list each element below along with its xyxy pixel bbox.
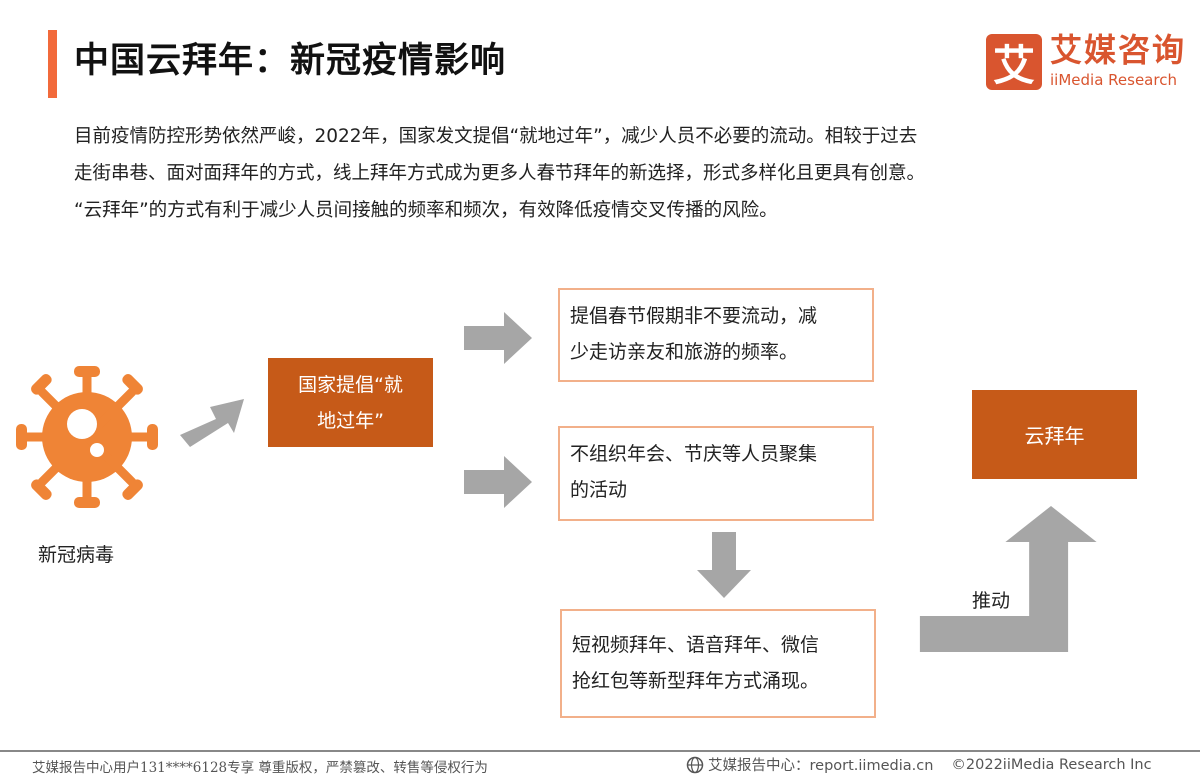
- result-line: 短视频拜年、语音拜年、微信: [572, 634, 820, 656]
- arrow-diagonal-icon: [180, 399, 244, 447]
- intro-paragraph: 目前疫情防控形势依然严峻，2022年，国家发文提倡“就地过年”，减少人员不必要的…: [74, 118, 1154, 229]
- effect-line: 的活动: [570, 479, 628, 501]
- effect-line: 提倡春节假期非不要流动，减: [570, 305, 818, 327]
- arrow-bent-up-icon: [919, 506, 1097, 652]
- arrow-right-icon: [464, 456, 532, 508]
- footer-site[interactable]: 艾媒报告中心：report.iimedia.cn: [708, 758, 934, 774]
- intro-line: “云拜年”的方式有利于减少人员间接触的频率和频次，有效降低疫情交叉传播的风险。: [74, 200, 778, 221]
- intro-line: 走街串巷、面对面拜年的方式，线上拜年方式成为更多人春节拜年的新选择，形式多样化且…: [74, 163, 926, 184]
- logo-name-en: iiMedia Research: [1050, 71, 1177, 89]
- footer-copyright-notice: 艾媒报告中心用户131****6128专享 尊重版权，严禁篡改、转售等侵权行为: [32, 760, 488, 776]
- arrow-right-icon: [464, 312, 532, 364]
- intro-line: 目前疫情防控形势依然严峻，2022年，国家发文提倡“就地过年”，减少人员不必要的…: [74, 126, 918, 147]
- result-line: 抢红包等新型拜年方式涌现。: [572, 670, 820, 692]
- title-accent-bar: [48, 30, 57, 98]
- arrow-down-icon: [697, 532, 751, 598]
- footer-copyright: ©2022iiMedia Research Inc: [951, 756, 1152, 773]
- page-title: 中国云拜年：新冠疫情影响: [74, 41, 507, 81]
- footer-source: 艾媒报告中心：report.iimedia.cn ©2022iiMedia Re…: [686, 754, 1152, 775]
- effect-box-gatherings: 不组织年会、节庆等人员聚集 的活动: [558, 426, 874, 521]
- footer-divider: [0, 750, 1200, 752]
- push-label: 推动: [972, 590, 1011, 612]
- outcome-box: 云拜年: [972, 390, 1137, 479]
- effect-line: 不组织年会、节庆等人员聚集: [570, 443, 818, 465]
- virus-icon: [16, 366, 158, 508]
- logo-icon: 艾: [986, 34, 1042, 90]
- policy-line: 地过年”: [317, 409, 384, 432]
- virus-label: 新冠病毒: [38, 544, 115, 566]
- globe-icon: [686, 756, 704, 773]
- effect-line: 少走访亲友和旅游的频率。: [570, 341, 799, 363]
- logo-name-cn: 艾媒咨询: [1050, 31, 1187, 69]
- policy-line: 国家提倡“就: [298, 373, 403, 396]
- effect-box-travel: 提倡春节假期非不要流动，减 少走访亲友和旅游的频率。: [558, 288, 874, 382]
- result-box-new-forms: 短视频拜年、语音拜年、微信 抢红包等新型拜年方式涌现。: [560, 609, 876, 718]
- policy-box: 国家提倡“就 地过年”: [268, 358, 433, 447]
